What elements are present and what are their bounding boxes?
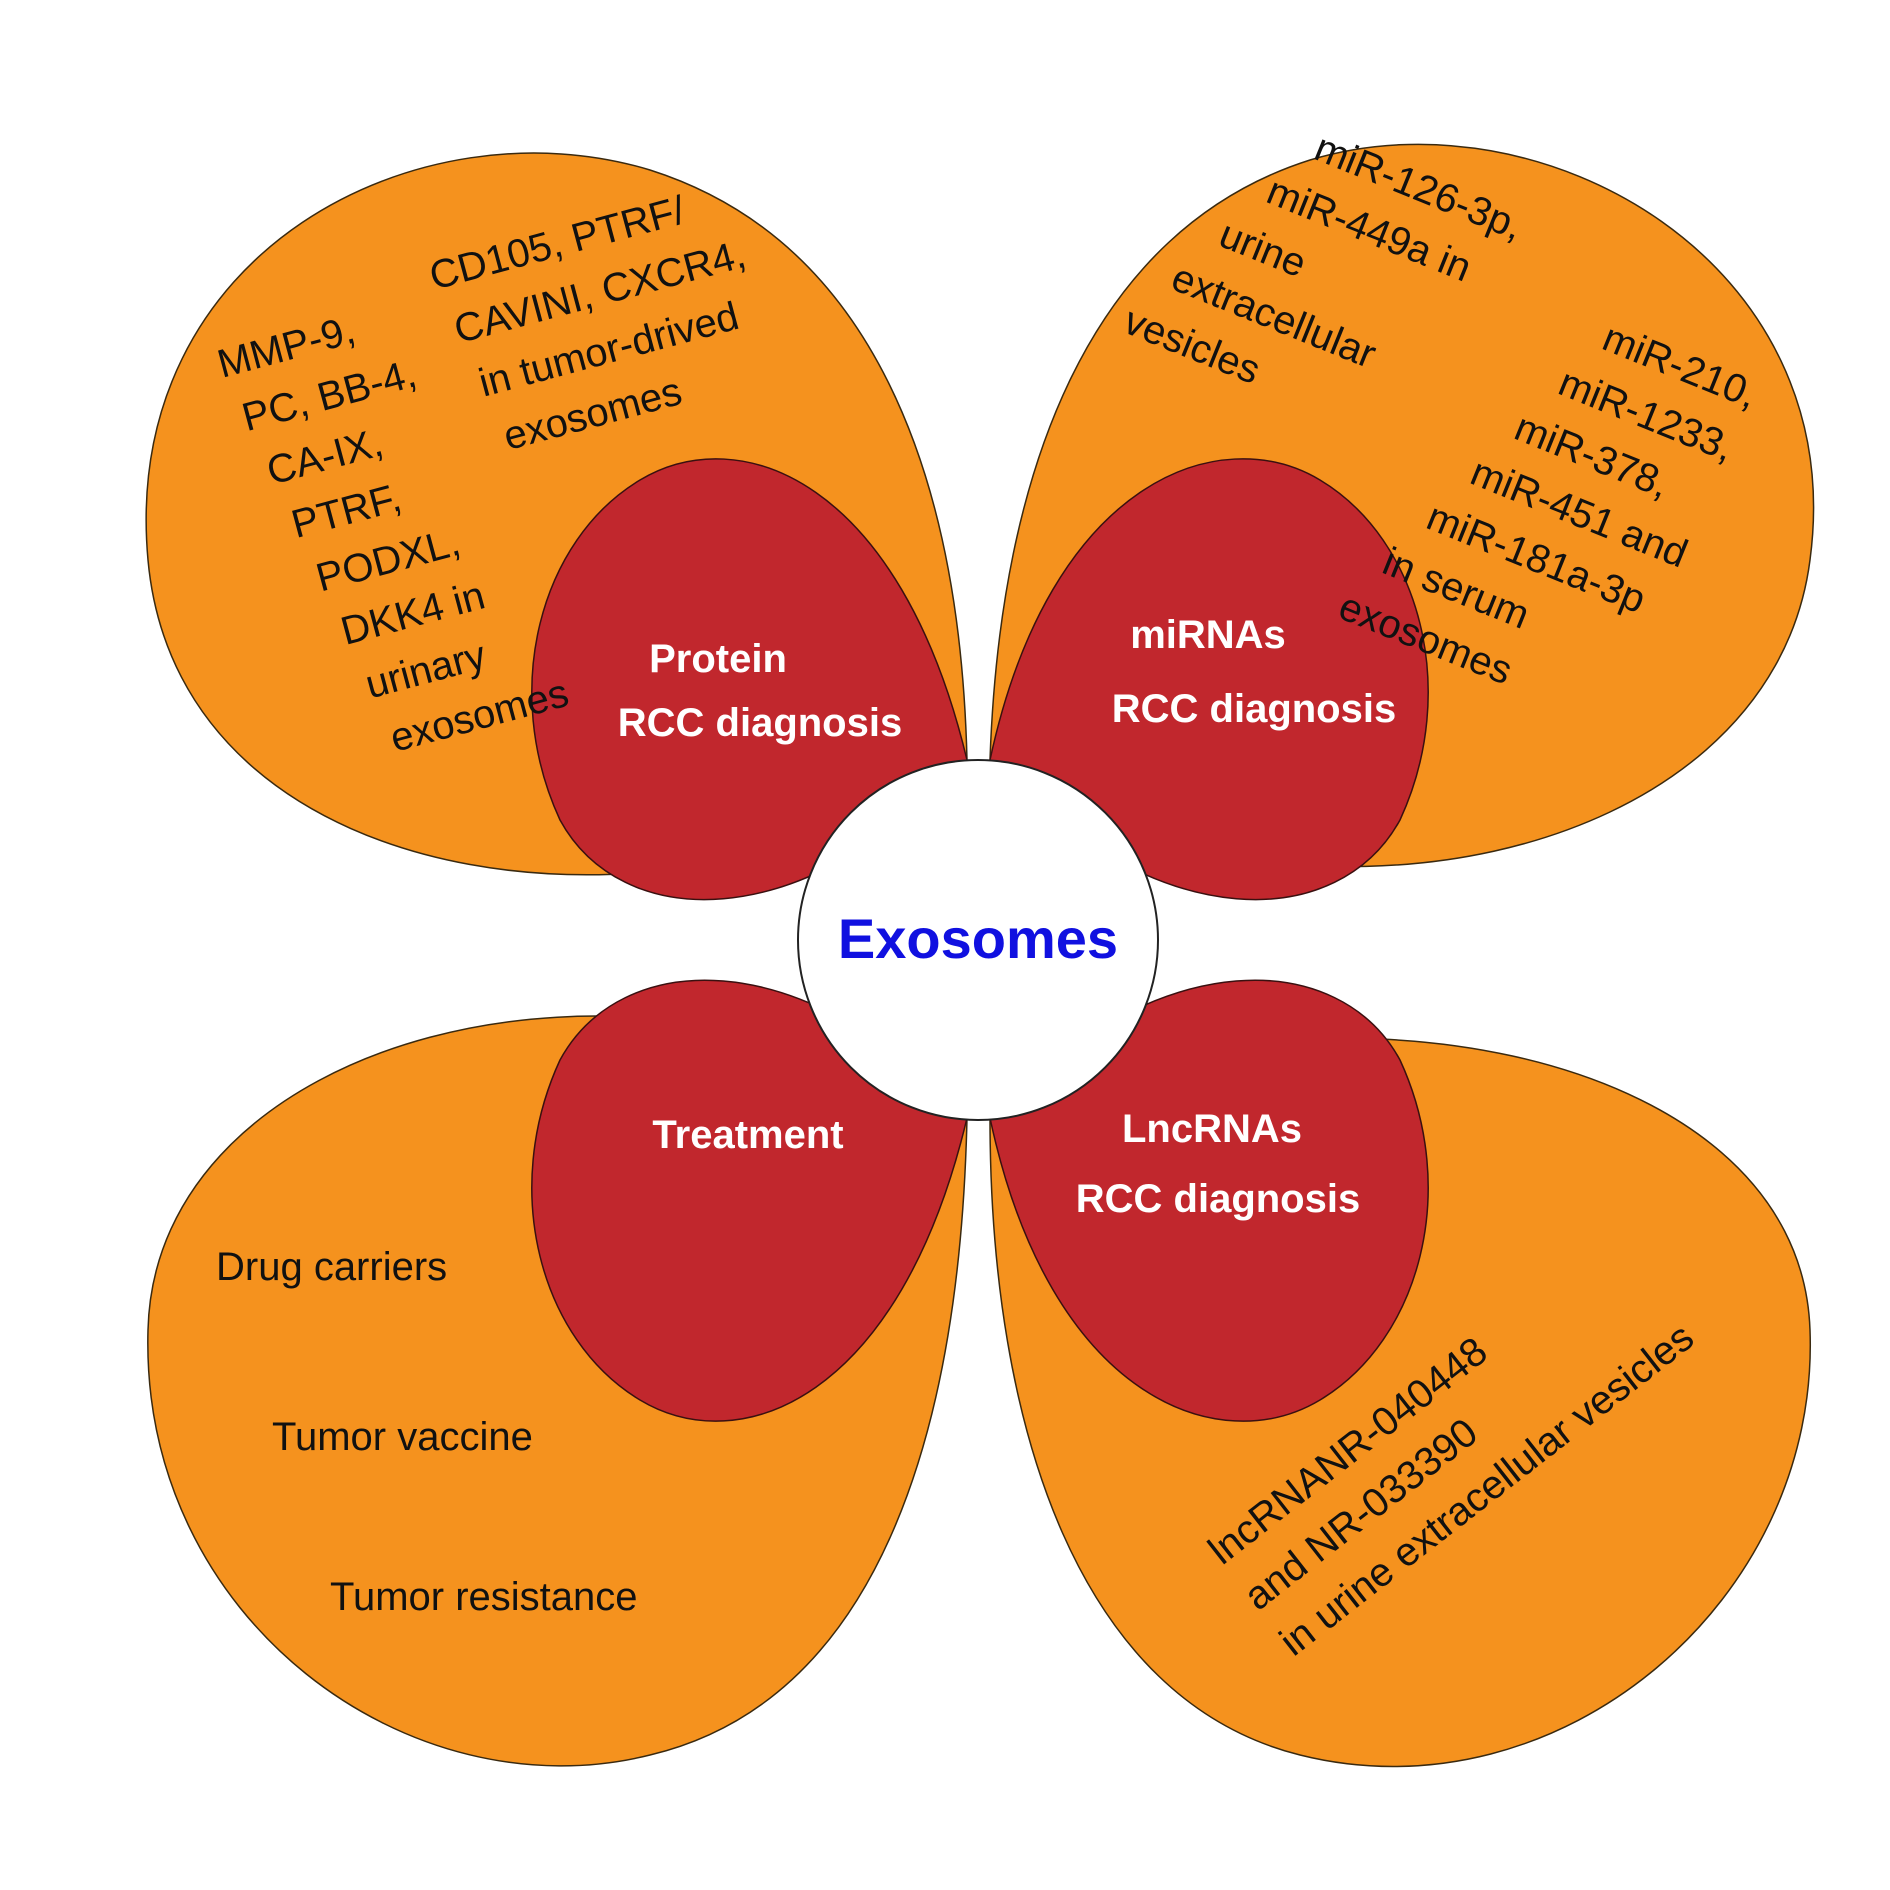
mirnas-sublabel: RCC diagnosis xyxy=(1112,687,1396,731)
center-circle xyxy=(797,759,1159,1121)
protein-label: Protein xyxy=(649,637,787,681)
lncrnas-label: LncRNAs xyxy=(1122,1107,1302,1151)
treatment-item-drug-carriers: Drug carriers xyxy=(216,1245,447,1289)
protein-sublabel: RCC diagnosis xyxy=(618,701,902,745)
inner-protein xyxy=(531,458,968,901)
inner-mirnas xyxy=(989,458,1429,901)
treatment-label: Treatment xyxy=(652,1113,843,1157)
mirnas-label: miRNAs xyxy=(1130,613,1286,657)
treatment-item-tumor-resistance: Tumor resistance xyxy=(330,1575,638,1619)
inner-lncrnas xyxy=(989,979,1429,1422)
treatment-item-tumor-vaccine: Tumor vaccine xyxy=(272,1415,533,1459)
center-title: Exosomes xyxy=(838,907,1118,970)
mirnas-list-b: miR-210, miR-1233, miR-378, miR-451 and … xyxy=(1333,316,1764,694)
lncrnas-sublabel: RCC diagnosis xyxy=(1076,1177,1360,1221)
inner-treatment xyxy=(531,979,968,1422)
